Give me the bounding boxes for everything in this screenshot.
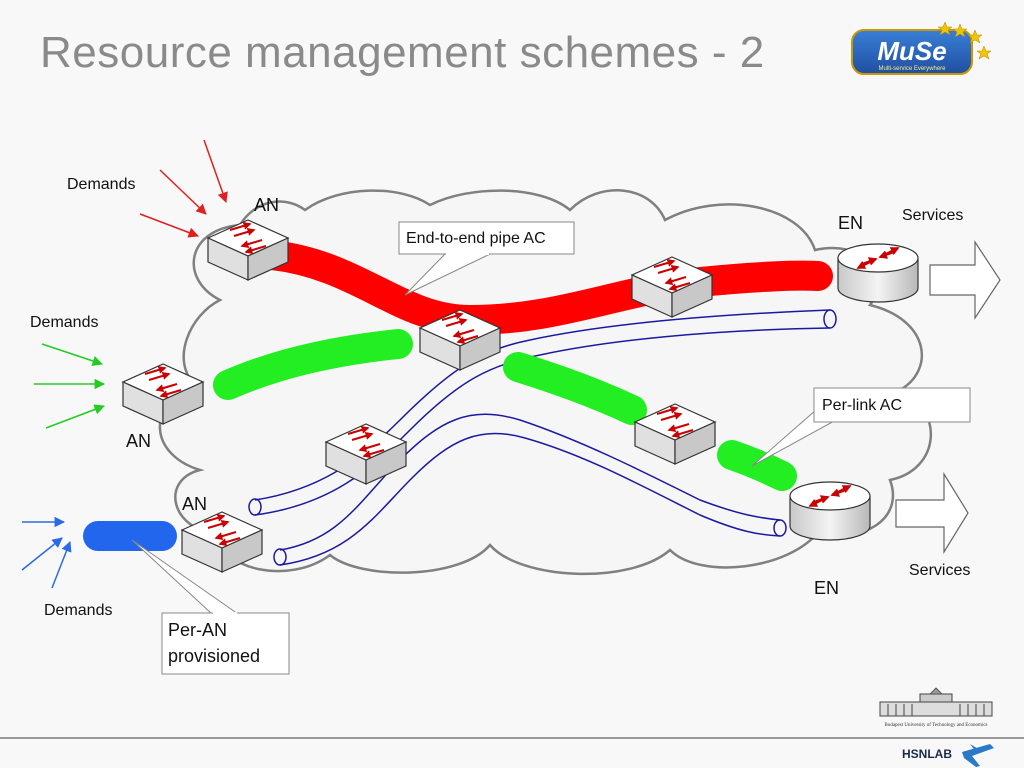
slide-title: Resource management schemes - 2 bbox=[40, 28, 765, 77]
edge-node-top bbox=[838, 244, 918, 302]
services-arrow-bottom bbox=[895, 471, 969, 555]
callout-end-to-end-text: End-to-end pipe AC bbox=[406, 230, 546, 247]
tunnel-line bbox=[279, 432, 781, 566]
tunnel-end bbox=[823, 309, 837, 329]
demand-arrow bbox=[159, 169, 207, 215]
en-label-bottom: EN bbox=[814, 578, 839, 598]
callout-per-link-text: Per-link AC bbox=[822, 397, 902, 414]
demand-arrow bbox=[203, 139, 228, 203]
services-arrow-top bbox=[929, 239, 1001, 321]
per-link-pipe bbox=[503, 352, 647, 425]
logo-stars bbox=[937, 21, 992, 60]
demand-arrow bbox=[51, 541, 72, 589]
tunnel-end bbox=[773, 519, 787, 537]
demands-label-top: Demands bbox=[67, 176, 135, 193]
per-link-pipes bbox=[213, 329, 797, 491]
tunnel-end bbox=[273, 548, 287, 566]
demands-label-middle: Demands bbox=[30, 314, 98, 331]
services-label-bottom: Services bbox=[909, 562, 970, 579]
an-label-middle: AN bbox=[126, 431, 151, 451]
an-label-bottom: AN bbox=[182, 494, 207, 514]
per-link-pipe bbox=[213, 329, 413, 400]
muse-logo: MuSe Multi-service Everywhere bbox=[851, 21, 992, 75]
demand-arrow bbox=[45, 404, 105, 429]
an-label-top: AN bbox=[254, 195, 279, 215]
demand-arrows-bottom bbox=[21, 516, 72, 589]
demand-arrows-middle bbox=[34, 343, 106, 429]
demands-label-bottom: Demands bbox=[44, 602, 112, 619]
edge-node-bottom bbox=[790, 482, 870, 540]
callout-per-an-line1: Per-AN bbox=[168, 620, 227, 640]
lab-name: HSNLAB bbox=[902, 747, 952, 761]
callout-per-link: Per-link AC bbox=[751, 387, 971, 467]
callout-per-an-line2: provisioned bbox=[168, 646, 260, 666]
tunnel-line bbox=[254, 327, 831, 516]
plane-icon bbox=[962, 744, 994, 767]
tunnel-line bbox=[279, 413, 781, 551]
services-label-top: Services bbox=[902, 207, 963, 224]
end-to-end-pipe bbox=[257, 240, 833, 336]
en-label-top: EN bbox=[838, 213, 863, 233]
per-link-pipe bbox=[717, 440, 797, 491]
callout-per-an: Per-AN provisioned bbox=[131, 539, 290, 675]
callout-end-to-end: End-to-end pipe AC bbox=[398, 221, 575, 296]
demand-arrow bbox=[41, 343, 103, 366]
tunnel-end bbox=[248, 498, 262, 516]
demand-arrow bbox=[139, 213, 199, 238]
logo-wordmark: MuSe bbox=[877, 36, 946, 66]
university-name: Budapest University of Technology and Ec… bbox=[884, 723, 987, 728]
logo-tagline: Multi-service Everywhere bbox=[878, 66, 946, 72]
demand-arrow bbox=[21, 537, 63, 571]
demand-arrows-top bbox=[139, 139, 228, 238]
logo-badge bbox=[851, 29, 973, 75]
university-emblem: Budapest University of Technology and Ec… bbox=[879, 687, 993, 728]
